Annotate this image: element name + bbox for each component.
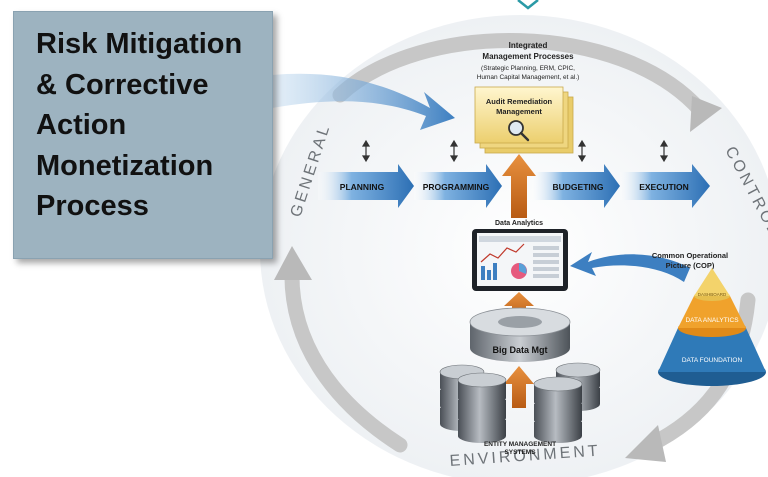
double-arrow-icon (361, 139, 371, 163)
cop-label-2: Picture (COP) (666, 261, 715, 270)
pipeline-step-budgeting: BUDGETING (532, 164, 620, 208)
audit-remediation-box: Audit Remediation Management (474, 86, 574, 154)
up-arrow-to-audit (502, 154, 536, 218)
magnifier-icon (508, 120, 530, 142)
pipeline-step-planning: PLANNING (318, 164, 414, 208)
audit-label-2: Management (496, 107, 542, 116)
processes-title: Integrated (509, 41, 548, 50)
cycle-arrowhead-left (274, 246, 312, 280)
double-arrows (361, 139, 669, 163)
processes-title-2: Management Processes (482, 52, 574, 61)
data-analytics-label: Data Analytics (495, 220, 543, 227)
cop-label-1: Common Operational (652, 251, 728, 260)
cycle-arc-left (284, 262, 408, 453)
pyramid-top-label: DASHBOARD (698, 292, 727, 297)
pyramid-bottom-label: DATA FOUNDATION (682, 357, 743, 364)
entity-systems-label-2: SYSTEMS (504, 449, 536, 456)
pipeline-label: EXECUTION (639, 182, 689, 192)
cop-pyramid: DASHBOARD DATA ANALYTICS DATA FOUNDATION (658, 268, 766, 386)
cycle-arrowhead-top (690, 96, 722, 132)
pipeline-step-programming: PROGRAMMING (414, 164, 502, 208)
processes-subtitle-2: Human Capital Management, et al.) (477, 74, 580, 81)
entity-systems-label-1: ENTITY MANAGEMENT (484, 441, 556, 448)
cop-to-analytics-arrow (570, 252, 690, 282)
pipeline-label: PROGRAMMING (423, 182, 490, 192)
up-arrow-to-analytics (504, 292, 534, 320)
cycle-arrowhead-bottom (625, 425, 666, 462)
pyramid-middle-label: DATA ANALYTICS (685, 317, 739, 324)
database-stack-left (439, 364, 507, 443)
callout-title: Risk Mitigation & Corrective Action Mone… (36, 28, 243, 222)
cycle-arc-top (332, 32, 708, 118)
big-data-label: Big Data Mgt (493, 345, 548, 355)
pipeline-step-execution: EXECUTION (620, 164, 710, 208)
processes-text: Integrated Management Processes (Strateg… (477, 41, 580, 81)
processes-subtitle-1: (Strategic Planning, ERM, CPIC, (481, 65, 575, 72)
double-arrow-icon (577, 139, 587, 163)
database-stack-right (533, 362, 601, 443)
top-chevron-icon (517, 0, 539, 10)
pipeline-label: BUDGETING (553, 182, 604, 192)
callout-box: Risk Mitigation & Corrective Action Mone… (13, 11, 273, 259)
audit-label-1: Audit Remediation (486, 97, 553, 106)
pipeline-label: PLANNING (340, 182, 385, 192)
up-arrow-from-systems (504, 366, 534, 408)
pipeline: PLANNING PROGRAMMING BUDGETING EXECUTION (318, 164, 710, 208)
callout-to-audit-arrow (272, 73, 455, 130)
data-analytics-monitor: Data Analytics (472, 220, 568, 291)
big-data-cylinder: Big Data Mgt (469, 307, 571, 362)
double-arrow-icon (449, 139, 459, 163)
database-icon (533, 376, 583, 443)
double-arrow-icon (659, 139, 669, 163)
database-icon (457, 372, 507, 443)
